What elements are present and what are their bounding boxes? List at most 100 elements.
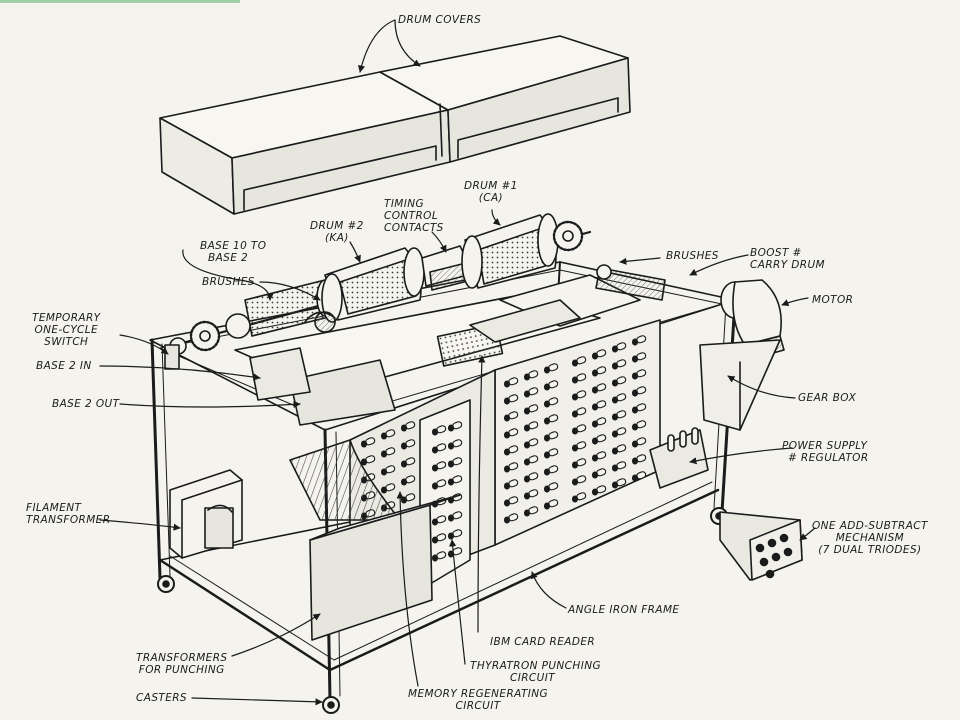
vacuum-tube	[380, 429, 396, 440]
vacuum-tube	[447, 529, 463, 540]
vacuum-tube	[400, 421, 416, 432]
vacuum-tube	[571, 492, 587, 503]
vacuum-tube	[591, 434, 607, 445]
vacuum-tube	[543, 363, 559, 374]
dual-triode	[779, 533, 789, 543]
vacuum-tube	[503, 411, 519, 422]
vacuum-tube	[631, 471, 647, 482]
label-transformers-punching: TRANSFORMERS FOR PUNCHING	[136, 652, 227, 676]
vacuum-tube	[543, 414, 559, 425]
label-memory-regenerating: MEMORY REGENERATING CIRCUIT	[408, 688, 548, 712]
label-filament-transformer: FILAMENT TRANSFORMER	[26, 502, 110, 526]
label-addsub-line3: (7 DUAL TRIODES)	[818, 544, 922, 556]
label-power-line2: # REGULATOR	[788, 452, 869, 464]
label-drum-1: DRUM #1 (CA)	[464, 180, 518, 204]
label-motor: MOTOR	[812, 294, 854, 306]
vacuum-tube	[431, 515, 447, 526]
vacuum-tube	[571, 458, 587, 469]
vacuum-tube	[503, 496, 519, 507]
vacuum-tube	[611, 393, 627, 404]
label-temp-line2: ONE-CYCLE	[34, 324, 99, 336]
filament-transformer	[169, 469, 243, 559]
label-boost-carry-drum: BOOST # CARRY DRUM	[750, 247, 825, 271]
drum-deck	[234, 274, 641, 426]
vacuum-tube	[503, 513, 519, 524]
vacuum-tube	[503, 445, 519, 456]
label-base10-line1: BASE 10 TO	[200, 240, 267, 252]
vacuum-tube	[523, 489, 539, 500]
vacuum-tube	[447, 475, 463, 486]
vacuum-tube	[431, 551, 447, 562]
vacuum-tube	[571, 373, 587, 384]
vacuum-tube	[380, 483, 396, 494]
label-power-line1: POWER SUPPLY	[782, 440, 868, 452]
vacuum-tube	[571, 390, 587, 401]
vacuum-tube	[631, 420, 647, 431]
vacuum-tube	[571, 475, 587, 486]
label-timing-line1: TIMING	[384, 198, 425, 210]
vacuum-tube	[523, 438, 539, 449]
vacuum-tube	[523, 370, 539, 381]
vacuum-tube	[431, 425, 447, 436]
vacuum-tube	[503, 428, 519, 439]
vacuum-tube	[631, 437, 647, 448]
label-addsub-line2: MECHANISM	[835, 532, 905, 544]
vacuum-tube	[503, 462, 519, 473]
vacuum-tube	[611, 444, 627, 455]
vacuum-tube	[611, 410, 627, 421]
label-base10-to-base2: BASE 10 TO BASE 2	[200, 240, 266, 264]
label-thyratron-line2: CIRCUIT	[510, 672, 556, 684]
label-power-supply: POWER SUPPLY # REGULATOR	[782, 440, 869, 464]
label-temp-line3: SWITCH	[44, 336, 89, 348]
label-casters: CASTERS	[136, 692, 187, 704]
label-filament-line1: FILAMENT	[26, 502, 82, 514]
vacuum-tube	[631, 386, 647, 397]
label-base10-line2: BASE 2	[208, 252, 249, 264]
vacuum-tube	[380, 465, 396, 476]
vacuum-tube	[360, 455, 376, 466]
vacuum-tube	[543, 499, 559, 510]
label-drum-2-line2: (KA)	[324, 232, 349, 244]
vacuum-tube	[631, 352, 647, 363]
label-temporary-switch: TEMPORARY ONE-CYCLE SWITCH	[32, 312, 101, 348]
label-base2-out: BASE 2 OUT	[52, 398, 120, 410]
label-thyratron: THYRATRON PUNCHING CIRCUIT	[470, 660, 601, 684]
dual-triode	[759, 557, 769, 567]
vacuum-tube	[523, 455, 539, 466]
label-angle-iron-frame: ANGLE IRON FRAME	[568, 604, 680, 616]
label-drum-1-line1: DRUM #1	[464, 180, 518, 192]
vacuum-tube	[631, 454, 647, 465]
vacuum-tube	[631, 335, 647, 346]
label-memory-line1: MEMORY REGENERATING	[408, 688, 549, 700]
vacuum-tube	[591, 417, 607, 428]
vacuum-tube	[503, 394, 519, 405]
dual-triode	[767, 538, 777, 548]
vacuum-tube	[431, 479, 447, 490]
label-temp-line1: TEMPORARY	[32, 312, 101, 324]
label-timing-line3: CONTACTS	[384, 222, 444, 234]
vacuum-tube	[523, 506, 539, 517]
label-gear-box: GEAR BOX	[798, 392, 857, 404]
add-subtract-module	[719, 511, 803, 581]
vacuum-tube	[360, 437, 376, 448]
vacuum-tube	[447, 457, 463, 468]
dual-triode	[771, 552, 781, 562]
drum-assembly	[169, 213, 666, 355]
vacuum-tube	[611, 427, 627, 438]
label-drum-2-line1: DRUM #2	[310, 220, 364, 232]
vacuum-tube	[591, 451, 607, 462]
vacuum-tube	[380, 447, 396, 458]
leader-lines	[99, 19, 816, 706]
label-brushes-left: BRUSHES	[202, 276, 255, 288]
vacuum-tube	[591, 485, 607, 496]
drum-covers	[159, 35, 631, 215]
label-add-subtract: ONE ADD-SUBTRACT MECHANISM (7 DUAL TRIOD…	[812, 520, 928, 556]
vacuum-tube	[543, 397, 559, 408]
vacuum-tube	[431, 533, 447, 544]
vacuum-tube	[591, 400, 607, 411]
dual-triode	[765, 569, 775, 579]
vacuum-tube	[571, 424, 587, 435]
label-brushes-right: BRUSHES	[666, 250, 719, 262]
vacuum-tube	[591, 383, 607, 394]
